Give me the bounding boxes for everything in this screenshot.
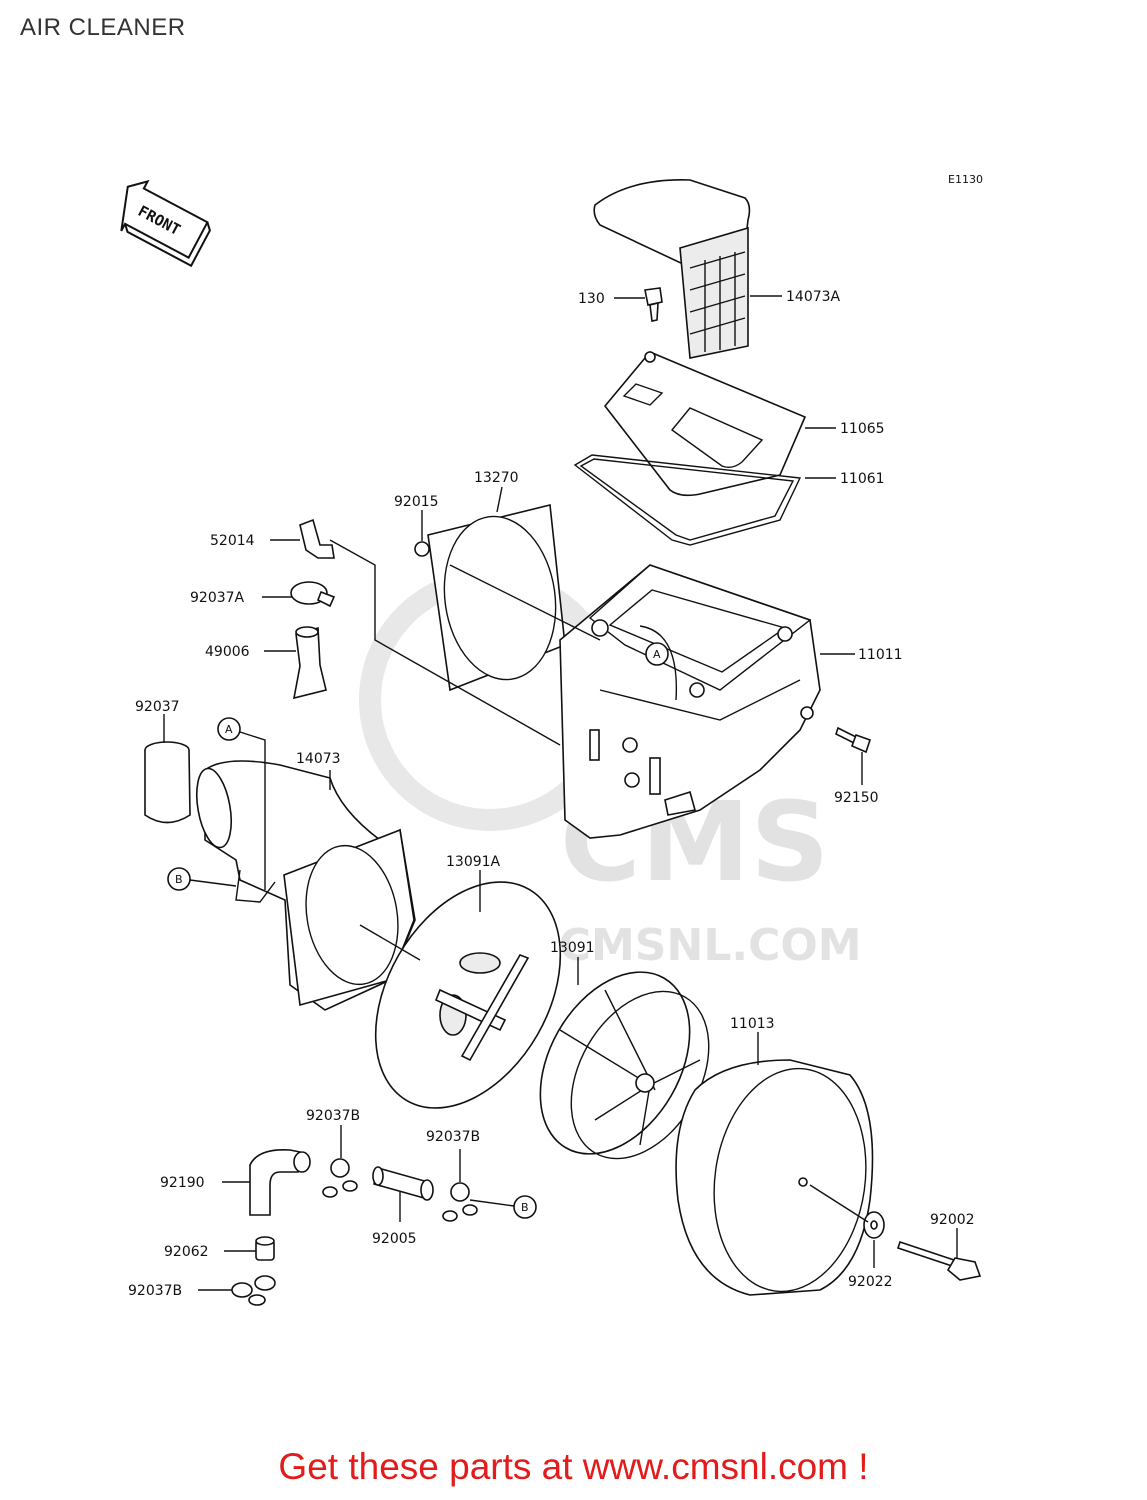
ref-a-housing: A: [653, 648, 661, 661]
alignment-line: [449, 564, 601, 641]
ref-a-duct: A: [225, 723, 233, 736]
ref-b-duct: B: [175, 873, 183, 886]
exploded-parts-diagram: CMS WWW.CMSNL.COM E1130 FRONT 14073A 130…: [120, 173, 983, 1306]
callout-11065: 11065: [840, 421, 885, 437]
callout-92015: 92015: [394, 494, 439, 510]
footer-link[interactable]: Get these parts at www.cmsnl.com !: [278, 1446, 869, 1487]
callout-92002: 92002: [930, 1212, 975, 1228]
callout-11011: 11011: [858, 647, 903, 663]
part-92037: [144, 741, 191, 824]
callout-92150: 92150: [834, 790, 879, 806]
ref-b-clip: B: [521, 1201, 529, 1214]
ref-circle-a-housing: [645, 642, 669, 666]
callout-92037B-1: 92037B: [306, 1108, 360, 1124]
ref-circle-b-clip: [513, 1195, 537, 1219]
part-92005: [372, 1166, 434, 1201]
callout-13270: 13270: [474, 470, 519, 486]
callout-14073A: 14073A: [786, 289, 841, 305]
part-11013: [675, 1059, 874, 1296]
part-52014: [299, 518, 335, 559]
ref-circle-a-duct: [217, 717, 241, 741]
part-92037A: [290, 581, 336, 608]
callout-49006: 49006: [205, 644, 250, 660]
part-92002: [896, 1240, 982, 1281]
part-11011: [559, 564, 821, 839]
callout-92005: 92005: [372, 1231, 417, 1247]
part-92037B-1: [322, 1158, 358, 1198]
figure-code: E1130: [948, 173, 983, 186]
callout-92037: 92037: [135, 699, 180, 715]
part-92037B-3: [231, 1275, 276, 1306]
callout-92037B-3: 92037B: [128, 1283, 182, 1299]
callout-13091: 13091: [550, 940, 595, 956]
part-49006: [292, 626, 327, 700]
callout-52014: 52014: [210, 533, 255, 549]
part-130: [644, 287, 663, 322]
callout-92062: 92062: [164, 1244, 209, 1260]
callout-130: 130: [578, 291, 605, 307]
part-13270: [427, 504, 566, 692]
callout-92037A: 92037A: [190, 590, 245, 606]
callout-92037B-2: 92037B: [426, 1129, 480, 1145]
front-arrow-icon: FRONT: [120, 179, 211, 268]
callout-92022: 92022: [848, 1274, 893, 1290]
part-14073A: [593, 179, 751, 359]
part-92022: [863, 1211, 885, 1239]
part-13091: [539, 971, 710, 1160]
part-11061: [573, 454, 802, 546]
callout-11013: 11013: [730, 1016, 775, 1032]
part-92015: [414, 541, 430, 557]
part-92062: [255, 1236, 275, 1261]
ref-circle-b-duct: [167, 867, 191, 891]
page-title: AIR CLEANER: [20, 14, 186, 41]
part-13091A: [374, 881, 562, 1109]
part-11065: [603, 351, 807, 497]
part-92150: [835, 726, 872, 754]
callout-92190: 92190: [160, 1175, 205, 1191]
part-92190: [249, 1148, 311, 1216]
part-92037B-2: [442, 1182, 478, 1222]
callout-13091A: 13091A: [446, 854, 501, 870]
callout-11061: 11061: [840, 471, 885, 487]
part-14073: [195, 760, 416, 1011]
hose-route-line: [329, 539, 561, 746]
callout-14073: 14073: [296, 751, 341, 767]
